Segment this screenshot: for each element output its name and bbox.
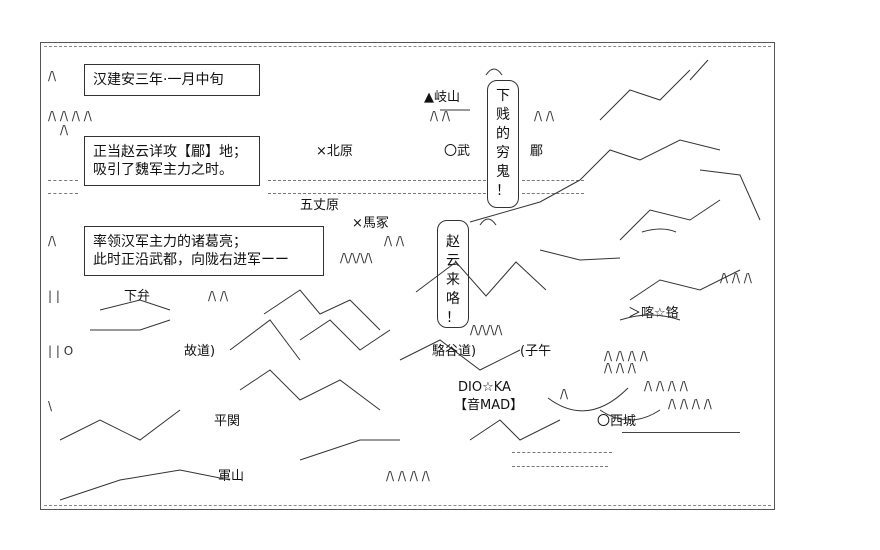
- gudao-label: 故道): [184, 344, 216, 359]
- svg-text:/\ /\: /\ /\: [384, 234, 405, 248]
- xiajian-char: 下: [496, 88, 510, 104]
- date-box: 汉建安三年·一月中旬: [84, 64, 260, 96]
- road-line: [48, 193, 78, 194]
- zhaoyun-char: 赵: [446, 234, 460, 250]
- xicheng-label: 〇西城: [597, 414, 637, 429]
- xiajian-bubble: 下 贱 的 穷 鬼 ！: [487, 80, 519, 208]
- road-line: [268, 193, 486, 194]
- svg-text:\: \: [48, 399, 53, 413]
- qishan-label: ▲岐山: [424, 90, 460, 105]
- svg-text:/\ /\: /\ /\: [430, 109, 451, 123]
- svg-text:/\ /\ /\ /\: /\ /\ /\ /\: [48, 109, 93, 123]
- xiajian-char: ！: [496, 183, 510, 199]
- svg-text:/\ /\ /\ /\: /\ /\ /\ /\: [644, 379, 689, 393]
- svg-text:/\: /\: [560, 387, 569, 401]
- svg-text:/\/\/\/\: /\/\/\/\: [470, 323, 503, 337]
- svg-text:/\ /\: /\ /\: [208, 289, 229, 303]
- scene-frame: [40, 42, 775, 510]
- zhaoyun-char: 来: [446, 272, 460, 288]
- xiajian-char: 的: [496, 126, 510, 142]
- road-line: [268, 180, 486, 181]
- road-line: [48, 180, 78, 181]
- svg-text:/\ /\ /\ /\: /\ /\ /\ /\: [604, 349, 649, 363]
- dioka-label: DIO☆KA: [458, 380, 511, 395]
- road-line: [522, 180, 584, 181]
- xiajian-char: 鬼: [496, 164, 510, 180]
- zhuge-line-2: 此时正沿武都，向陇右进军ーー: [93, 252, 289, 268]
- svg-text:/\ /\ /\ /\: /\ /\ /\ /\: [668, 397, 713, 411]
- zhuge-box: 率领汉军主力的诸葛亮； 此时正沿武都，向陇右进军ーー: [84, 226, 324, 276]
- svg-text:/\ /\ /\: /\ /\ /\: [604, 361, 637, 375]
- junshan-label: 軍山: [218, 469, 245, 484]
- river-line: [512, 466, 608, 467]
- wuzhangyuan-label: 五丈原: [300, 198, 340, 213]
- xiajian-char: 穷: [496, 145, 510, 161]
- scene-inner-frame: [44, 46, 771, 506]
- xicheng-road: [622, 432, 740, 433]
- pingguan-label: 平関: [214, 414, 241, 429]
- zhaoyun-char: 云: [446, 253, 460, 269]
- zhaoyun-bubble: 赵 云 来 咯 ！: [437, 220, 469, 328]
- svg-text:/\: /\: [60, 123, 69, 137]
- zhao-yun-line-2: 吸引了魏军主力之时。: [93, 162, 233, 178]
- svg-text:/\ /\ /\ /\: /\ /\ /\ /\: [386, 469, 431, 483]
- kachaming-label: ＞喀☆铬: [628, 306, 679, 321]
- svg-text:| | O: | | O: [48, 344, 73, 358]
- river-line: [512, 452, 612, 453]
- zhaoyun-char: 咯: [446, 291, 460, 307]
- xiajian-char: 贱: [496, 107, 510, 123]
- ziwu-label: (子午: [520, 344, 552, 359]
- wu-label: 〇武: [444, 144, 471, 159]
- svg-text:/\ /\ /\: /\ /\ /\: [720, 271, 753, 285]
- zhao-yun-line-1: 正当赵云详攻【郿】地；: [93, 144, 247, 160]
- mei-label: 郿: [530, 144, 544, 159]
- xiabian-label: 下弁: [124, 289, 151, 304]
- majia-label: ×馬冢: [352, 216, 389, 231]
- svg-text:/\: /\: [48, 234, 57, 248]
- svg-text:/\/\/\/\: /\/\/\/\: [340, 251, 373, 265]
- beiyuan-label: ×北原: [316, 144, 353, 159]
- luogudao-label: 駱谷道): [432, 344, 477, 359]
- svg-text:/\: /\: [48, 69, 57, 83]
- road-line: [522, 193, 584, 194]
- svg-text:/\ /\: /\ /\: [534, 109, 555, 123]
- yinmad-label: 【音MAD】: [454, 398, 524, 413]
- zhaoyun-char: ！: [446, 310, 460, 326]
- svg-text:| |: | |: [48, 289, 60, 303]
- date-text: 汉建安三年·一月中旬: [93, 72, 224, 88]
- zhao-yun-box: 正当赵云详攻【郿】地； 吸引了魏军主力之时。: [84, 136, 260, 186]
- zhuge-line-1: 率领汉军主力的诸葛亮；: [93, 234, 247, 250]
